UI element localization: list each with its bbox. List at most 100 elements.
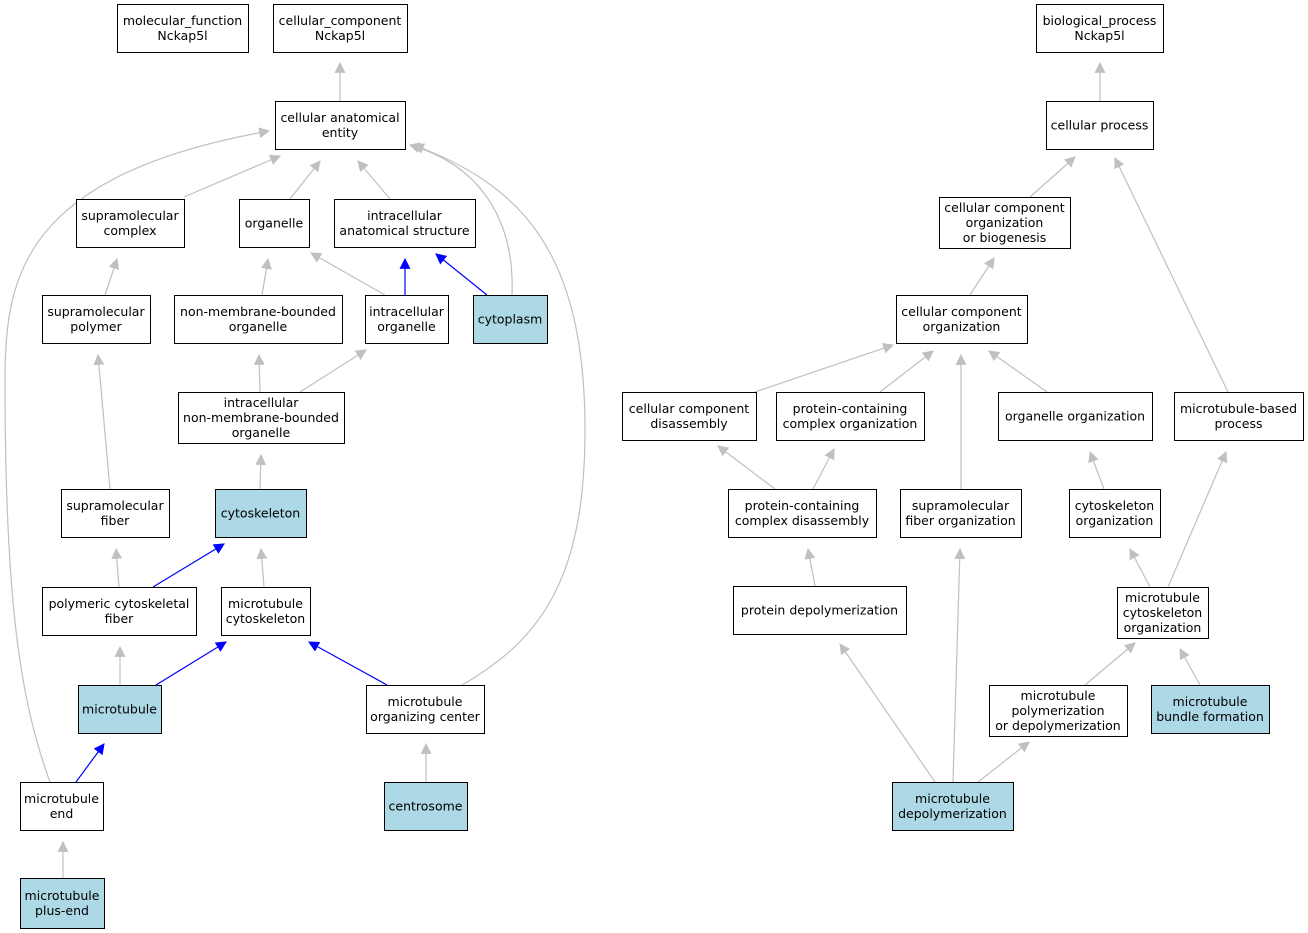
- node-box: [20, 782, 104, 831]
- node-label: cytoskeleton: [226, 611, 305, 626]
- edge-pccd-to-ccd: [717, 445, 776, 490]
- node-label: supramolecular: [66, 498, 164, 513]
- node-cyto[interactable]: cytoplasm: [473, 295, 548, 344]
- node-pdp[interactable]: protein depolymerization: [733, 586, 907, 635]
- node-label: Nckap5l: [157, 28, 207, 43]
- node-box: [1069, 489, 1161, 538]
- edge-smf-to-smp: [93, 353, 111, 490]
- node-org[interactable]: organelle: [239, 199, 310, 248]
- node-label: end: [50, 806, 74, 821]
- edge-line: [1088, 450, 1105, 490]
- edge-mtbp-to-cp: [1114, 157, 1229, 393]
- node-mt[interactable]: microtubule: [78, 685, 162, 734]
- node-oo[interactable]: organelle organization: [998, 392, 1153, 441]
- edge-line: [155, 641, 227, 686]
- node-label: cellular component: [944, 200, 1064, 215]
- node-box: [1174, 392, 1304, 441]
- node-label: complex: [104, 223, 157, 238]
- node-inmbo[interactable]: intracellularnon-membrane-boundedorganel…: [178, 392, 345, 444]
- edge-csk-to-inmbo: [255, 453, 267, 490]
- edge-cyto-to-ias: [435, 253, 488, 296]
- node-label: centrosome: [389, 799, 463, 814]
- node-label: entity: [322, 125, 359, 140]
- node-csk[interactable]: cytoskeleton: [215, 489, 307, 538]
- edge-line: [1084, 642, 1136, 686]
- edge-line: [308, 641, 388, 686]
- node-box: [733, 586, 907, 635]
- edge-ccd-to-cco: [754, 342, 895, 393]
- node-label: intracellular: [224, 395, 300, 410]
- node-box: [1117, 587, 1209, 639]
- node-label: polymer: [70, 319, 122, 334]
- node-box: [1046, 101, 1154, 150]
- edge-pccd-to-pcco: [812, 448, 835, 490]
- edge-line: [754, 342, 895, 393]
- edge-line: [412, 143, 586, 686]
- edge-mtdp-to-mtpd: [977, 741, 1030, 783]
- node-label: or depolymerization: [995, 718, 1120, 733]
- node-cp[interactable]: cellular process: [1046, 101, 1154, 150]
- edge-line: [977, 741, 1030, 783]
- node-label: cytoskeleton: [1123, 605, 1202, 620]
- node-box: [78, 685, 162, 734]
- edge-line: [1167, 450, 1228, 588]
- edge-line: [260, 257, 272, 296]
- node-box: [896, 295, 1028, 344]
- node-centro[interactable]: centrosome: [384, 782, 468, 831]
- node-label: protein depolymerization: [741, 603, 898, 618]
- edge-line: [299, 349, 367, 393]
- edge-inmbo-to-io: [299, 349, 367, 393]
- edge-csko-to-oo: [1088, 450, 1105, 490]
- edge-mtbf-to-mtcsko: [1179, 648, 1201, 686]
- edge-cyto-to-cae: [408, 142, 513, 296]
- edge-line: [988, 350, 1048, 393]
- edge-pcf-to-csk: [152, 543, 225, 588]
- node-label: depolymerization: [898, 806, 1007, 821]
- node-label: microtubule: [1125, 590, 1200, 605]
- node-box: [61, 489, 170, 538]
- edge-line: [4, 127, 271, 783]
- edge-line: [256, 547, 268, 588]
- node-label: organization: [966, 215, 1044, 230]
- node-box: [273, 4, 408, 53]
- edge-line: [1114, 157, 1229, 393]
- node-label: microtubule: [388, 694, 463, 709]
- node-label: Nckap5l: [315, 28, 365, 43]
- node-label: complex organization: [783, 416, 918, 431]
- edge-line: [93, 353, 111, 490]
- node-box: [900, 489, 1022, 538]
- node-box: [174, 295, 343, 344]
- edge-mtoc-to-mtcsk: [308, 641, 388, 686]
- edge-line: [408, 142, 513, 296]
- edge-oo-to-cco: [988, 350, 1048, 393]
